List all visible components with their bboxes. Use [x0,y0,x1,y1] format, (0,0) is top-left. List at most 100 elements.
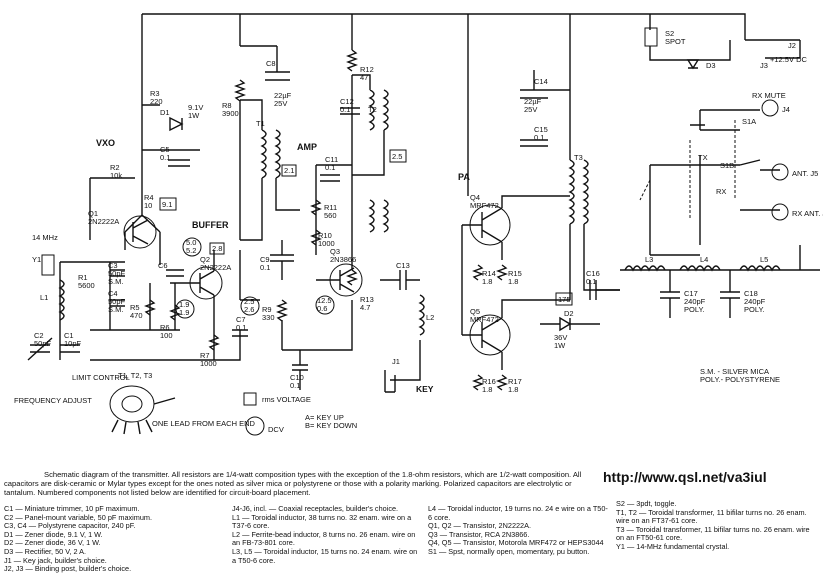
q4-leads [462,195,570,260]
c13-l2 [380,270,425,381]
c11-c12 [320,107,360,182]
part-entry: L4 — Toroidal inductor, 19 turns no. 24 … [428,504,608,522]
parts-list-col4: S2 — 3pdt, toggle. T1, T2 — Toroidal tra… [616,499,816,552]
section-pa: PA [458,172,470,182]
t3-transformer-icon [568,70,620,300]
r12-r11-r10 [300,49,358,351]
q3-leads [316,267,355,293]
part-entry: Q1, Q2 — Transistor, 2N2222A. [428,521,532,531]
section-buffer: BUFFER [192,220,229,230]
label-l2: L2 [426,313,434,322]
j4-connector-icon [761,99,779,117]
voltage-box [555,292,573,306]
label-t1: T1 [256,119,265,128]
s1-mechanical-link [639,120,736,220]
label-s1a: S1A [742,117,756,126]
parts-list-col3: L4 — Toroidal inductor, 19 turns no. 24 … [428,504,608,557]
toroid-hole-icon [121,395,143,413]
label-l5: L5 [760,255,768,264]
parts-list-col2: J4-J6, incl. — Coaxial receptacles, buil… [232,504,422,565]
part-entry: Q4, Q5 — Transistor, Motorola MRF472 or … [428,538,604,548]
label-l3: L3 [645,255,653,264]
q2-leads [90,250,260,361]
rx-mute-label: RX MUTE [752,91,786,100]
lowpass-filter [620,245,820,318]
label-l1: L1 [40,293,48,302]
part-entry: Y1 — 14-MHz fundamental crystal. [616,541,730,551]
frequency-adjust-label: FREQUENCY ADJUST [14,396,92,405]
c14-c15 [520,70,570,147]
label-d1: D1 [160,108,170,117]
part-entry: T3 — Toroidal transformer, 11 bifilar tu… [616,524,812,543]
part-entry: S2 — 3pdt, toggle. [616,499,677,508]
r9-r10 [276,299,308,390]
d3-diode-icon [686,59,700,70]
section-vxo: VXO [96,138,115,148]
rms-legend-box [243,392,257,406]
part-entry: J2, J3 — Binding post, builder's choice. [4,564,132,574]
part-entry: Q3 — Transistor, RCA 2N3866. [428,529,530,539]
label-d2: D2 [564,309,574,318]
label-j2: J2 [788,41,796,50]
part-entry: C3, C4 — Polystyrene capacitor, 240 pF. [4,521,136,531]
dcv-legend-label: DCV [268,425,284,434]
rx-label: RX [716,187,726,196]
label-c8: C8 [266,59,276,68]
limit-control-label: LIMIT CONTROL [72,373,130,382]
parts-list-col1: C1 — Miniature trimmer, 10 pF maximum. C… [4,504,224,574]
s2-switch-icon [644,27,658,47]
part-entry: D1 — Zener diode, 9.1 V, 1 W. [4,529,103,539]
voltage-9-1: 9.1 [162,200,172,209]
part-entry: D2 — Zener diode, 36 V, 1 W. [4,538,101,548]
part-entry: D3 — Rectifier, 50 V, 2 A. [4,546,87,556]
source-url: http://www.qsl.net/va3iul [603,469,767,485]
label-t3: T3 [574,153,583,162]
d2-zener-icon [540,316,600,332]
c2-variable-icon [27,337,53,361]
label-j1: J1 [392,357,400,366]
part-entry: L1 — Toroidal inductor, 38 turns no. 32 … [232,512,414,531]
tx-label: TX [698,153,708,162]
dcv-legend-circle [245,416,265,436]
label-j4: J4 [782,105,790,114]
toroid-title: T1, T2, T3 [118,371,152,380]
voltage-2-8: 2.8 [212,244,222,253]
q1-transistor-icon [123,215,157,249]
voltage-2-5b: 2.5 [392,152,402,161]
label-d3: D3 [706,61,716,70]
c3-c4-caps [110,269,125,307]
t2-transformer-icon [352,74,389,233]
part-entry: L3, L5 — Toroidal inductor, 15 turns no.… [232,546,420,565]
part-entry: J1 — Key jack, builder's choice. [4,555,107,565]
section-amp: AMP [297,142,317,152]
j6-connector-icon [771,203,789,221]
ant-j5-label: ANT. J5 [792,169,818,178]
voltage-circle [240,296,260,316]
